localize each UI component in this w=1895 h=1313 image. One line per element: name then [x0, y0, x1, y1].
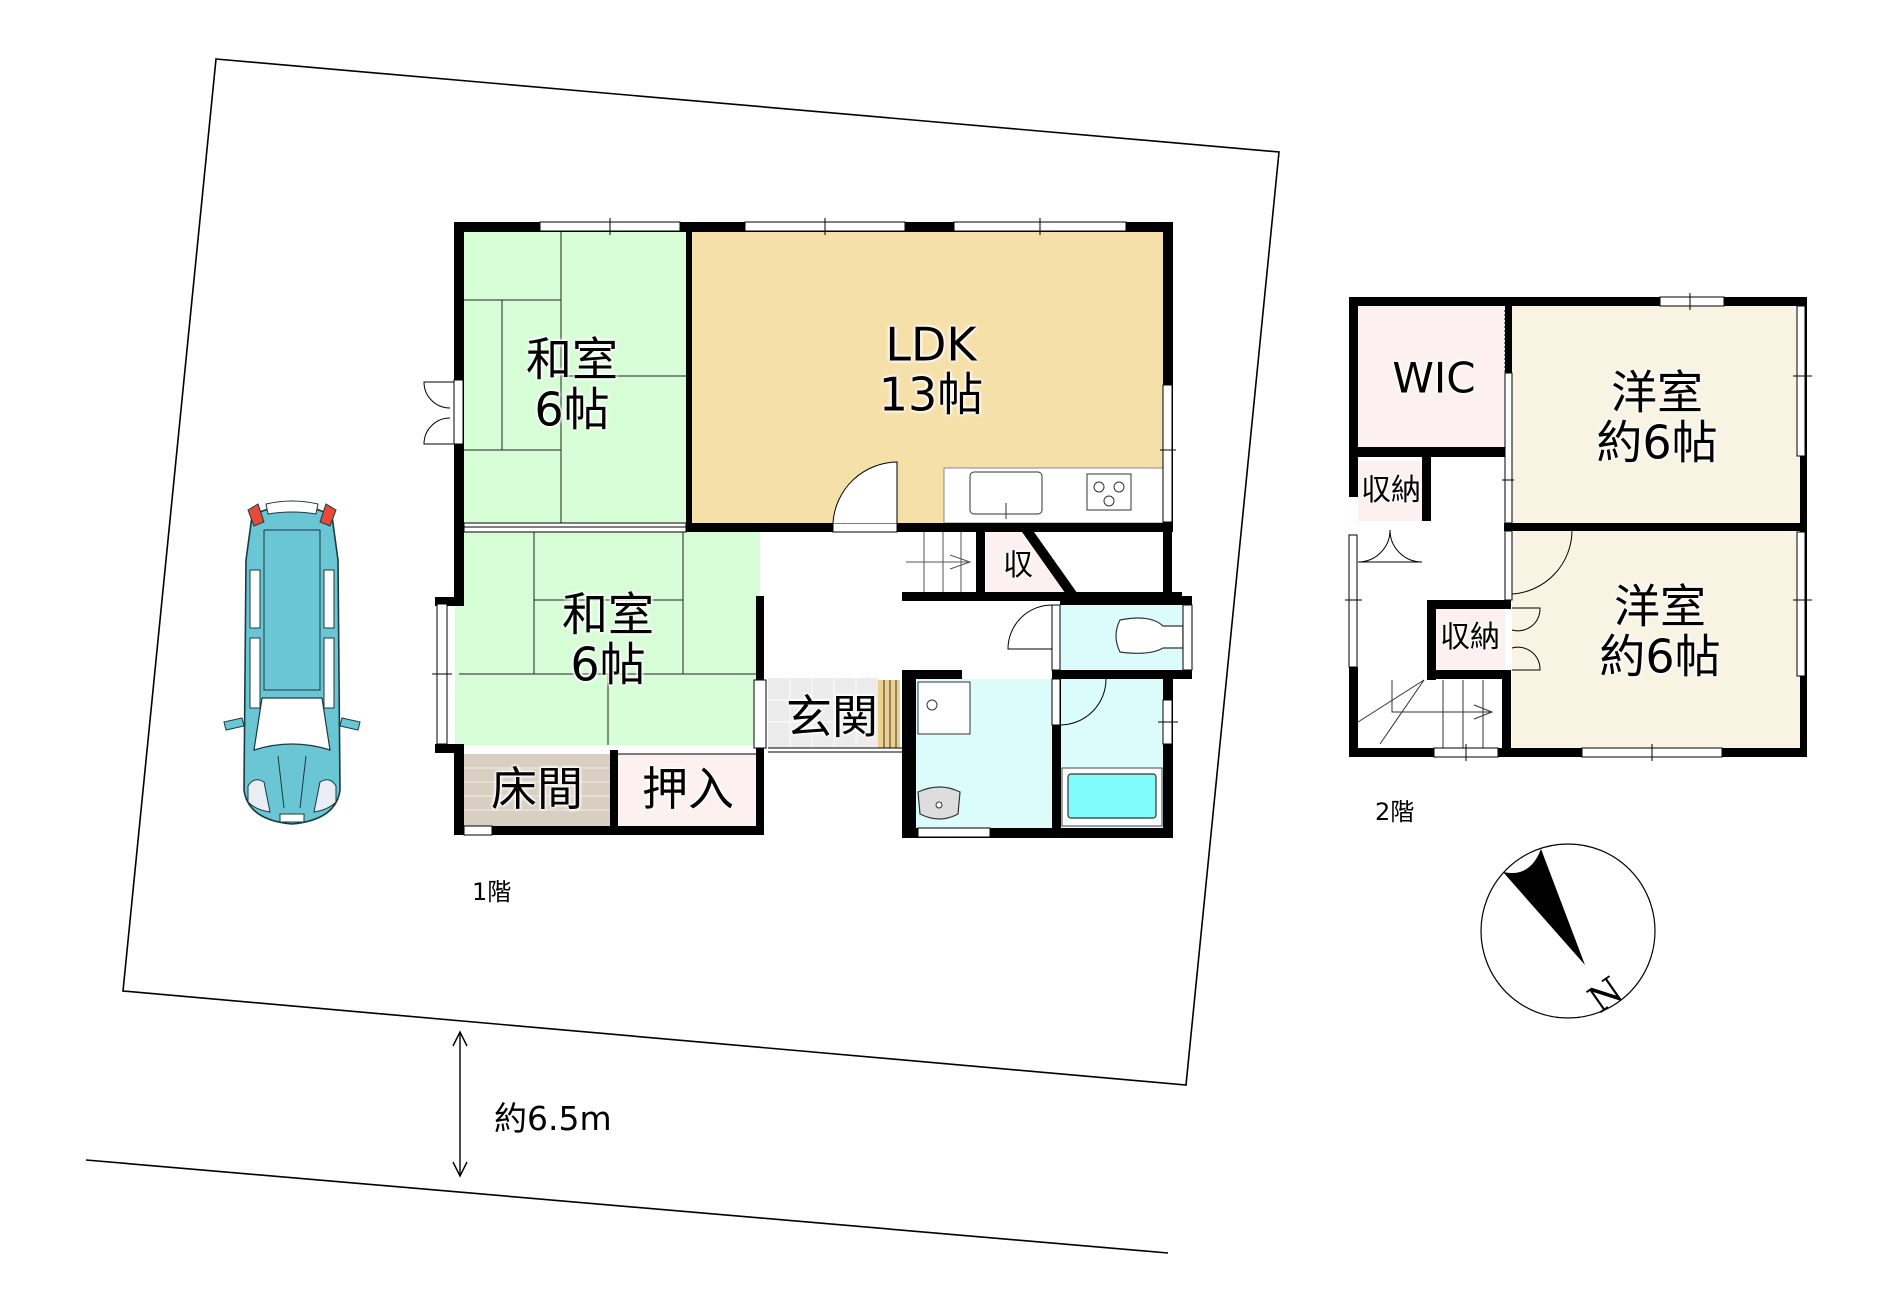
wic-label: WIC [1392, 353, 1476, 403]
storage-upper-floor [1358, 461, 1424, 521]
washitsu-upper-label: 和室 6帖 [526, 335, 618, 434]
room-size: 13帖 [878, 367, 984, 421]
wic-floor [1358, 306, 1505, 452]
room-name: 和室 [562, 587, 654, 642]
washitsu-lower-label: 和室 6帖 [562, 590, 654, 689]
room-name: 洋室 [1611, 365, 1703, 420]
room-name: 和室 [526, 332, 618, 387]
site-boundary [122, 58, 1280, 1086]
tatami-lines [459, 232, 756, 745]
genkan-floor [768, 678, 878, 748]
ldk-label: LDK 13帖 [879, 320, 984, 419]
room-size: 6帖 [570, 637, 646, 691]
storage-lower-floor [1436, 608, 1505, 670]
youshitsu-lower-floor [1512, 530, 1800, 748]
room-name: LDK [885, 317, 977, 372]
genkan-label: 玄関 [786, 690, 878, 745]
floor2-label: 2階 [1375, 798, 1415, 826]
stove [1086, 473, 1132, 511]
floor2-openings [1345, 293, 1812, 761]
car-icon [223, 500, 361, 825]
kitchen-fixtures [969, 471, 1132, 519]
floor1-label: 1階 [472, 878, 512, 906]
storage-lower-label: 収納 [1440, 619, 1500, 655]
oshiire-floor [617, 754, 760, 826]
room-size: 6帖 [534, 382, 610, 436]
road-width-label: 約6.5m [494, 1099, 612, 1138]
floor1-fills [455, 232, 1184, 829]
floor2-walls [1349, 297, 1807, 757]
room-name: 洋室 [1614, 579, 1706, 634]
room-size: 約6帖 [1599, 629, 1721, 683]
genkan-step [878, 680, 900, 748]
room-size: 約6帖 [1596, 415, 1718, 469]
youshitsu-lower-label: 洋室 約6帖 [1599, 582, 1720, 681]
storage-small-label: 収 [1003, 547, 1033, 583]
oshiire-label: 押入 [642, 762, 734, 817]
youshitsu-upper-floor [1512, 306, 1800, 523]
youshitsu-upper-label: 洋室 約6帖 [1596, 368, 1717, 467]
floor2-fills [1357, 306, 1800, 748]
tokonoma-floor [464, 754, 610, 826]
washitsu-upper-floor [464, 232, 686, 523]
storage-small-floor [986, 532, 1070, 597]
road-edge-line [85, 1159, 1169, 1254]
compass-icon [1480, 843, 1656, 1019]
bathtub [1067, 773, 1157, 819]
tokonoma-label: 床間 [491, 762, 583, 817]
road-width-arrow [452, 1030, 468, 1178]
kitchen-counter [943, 467, 1164, 524]
floor1-openings [423, 218, 1193, 838]
storage-upper-label: 収納 [1361, 472, 1421, 508]
